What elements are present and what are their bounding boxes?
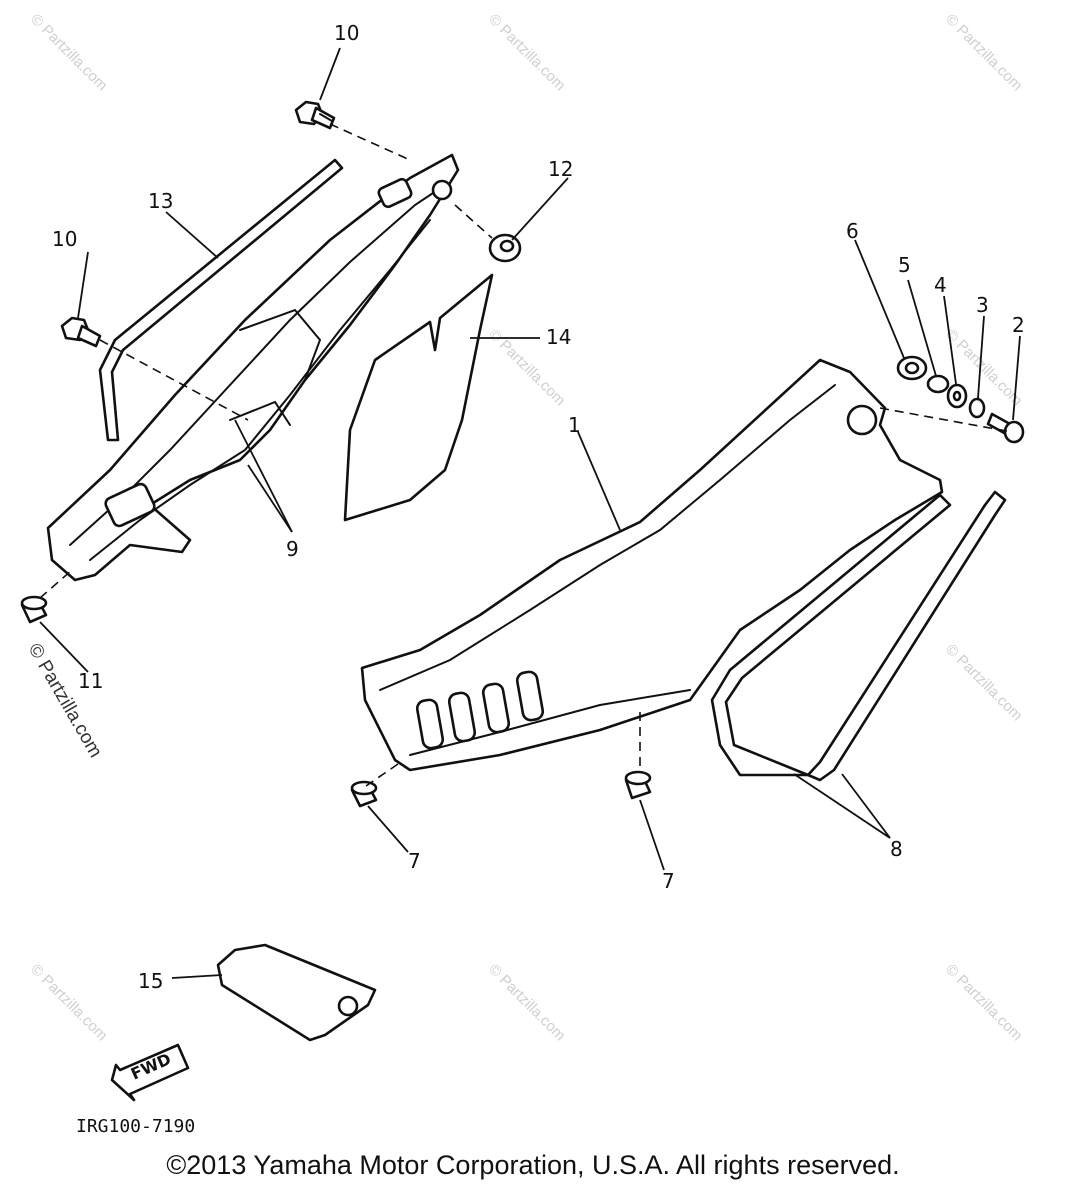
watermark: © Partzilla.com xyxy=(27,11,110,94)
right-side-cover xyxy=(360,358,944,772)
trim-strip xyxy=(98,158,344,442)
collar xyxy=(926,374,950,394)
callout-15: 15 xyxy=(138,969,163,993)
watermark: © Partzilla.com xyxy=(485,961,568,1044)
callout-7: 7 xyxy=(408,849,421,873)
lock-washer xyxy=(968,397,986,419)
callout-8: 8 xyxy=(890,837,903,861)
callout-10: 10 xyxy=(52,227,77,251)
copyright-notice: ©2013 Yamaha Motor Corporation, U.S.A. A… xyxy=(166,1150,900,1180)
callout-5: 5 xyxy=(898,253,911,277)
washer xyxy=(946,383,968,409)
callout-7: 7 xyxy=(662,869,675,893)
watermark: © Partzilla.com xyxy=(24,640,106,761)
callout-6: 6 xyxy=(846,219,859,243)
grommet xyxy=(488,233,522,263)
watermark: © Partzilla.com xyxy=(27,961,110,1044)
grommet xyxy=(624,770,652,800)
grommet xyxy=(350,780,378,808)
callout-9: 9 xyxy=(286,537,299,561)
callout-4: 4 xyxy=(934,273,947,297)
leader-lines xyxy=(39,47,1021,979)
trim-strip xyxy=(710,490,1007,782)
bolt xyxy=(986,412,1025,444)
bolt xyxy=(294,100,336,130)
watermark: © Partzilla.com xyxy=(942,11,1025,94)
drawing-code: IRG100-7190 xyxy=(76,1116,195,1137)
fwd-arrow-icon: FWD xyxy=(110,1043,190,1102)
watermark: © Partzilla.com xyxy=(485,11,568,94)
callout-11: 11 xyxy=(78,669,103,693)
bolt xyxy=(60,316,102,348)
watermark: © Partzilla.com xyxy=(942,641,1025,724)
side-cover-pad xyxy=(216,943,377,1042)
callout-13: 13 xyxy=(148,189,173,213)
watermark: © Partzilla.com xyxy=(942,961,1025,1044)
callout-1: 1 xyxy=(568,413,581,437)
callout-10: 10 xyxy=(334,21,359,45)
callout-3: 3 xyxy=(976,293,989,317)
grommet xyxy=(20,595,48,624)
callout-2: 2 xyxy=(1012,313,1025,337)
callout-12: 12 xyxy=(548,157,573,181)
side-emblem xyxy=(343,273,494,522)
grommet xyxy=(896,355,928,381)
left-side-cover xyxy=(46,153,460,582)
callout-14: 14 xyxy=(546,325,571,349)
